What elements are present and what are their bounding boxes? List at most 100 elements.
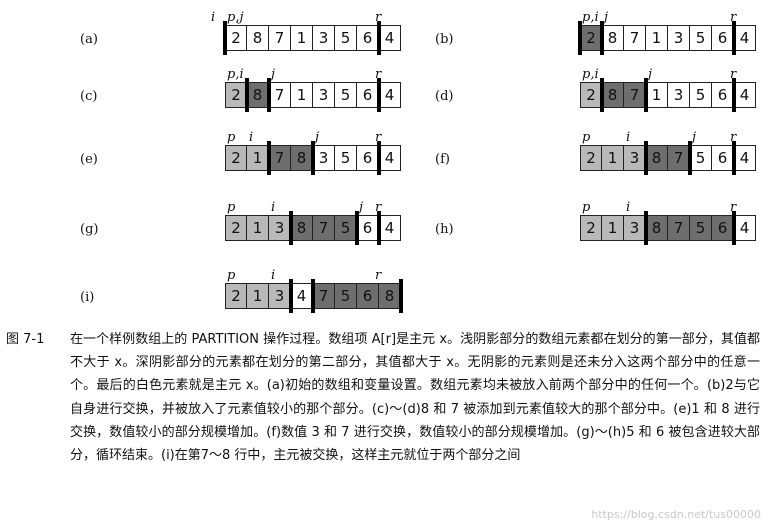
panel-label: (a) — [80, 32, 98, 47]
partition-boundary — [377, 78, 381, 112]
array-cell: 8 — [291, 145, 313, 171]
marker-p: p,i — [582, 10, 599, 25]
array-cell: 3 — [624, 215, 646, 241]
caption-label: 图 7-1 — [6, 332, 45, 347]
marker-i: i — [626, 200, 631, 215]
marker-j: j — [271, 67, 276, 82]
marker-j: j — [692, 130, 697, 145]
array-cell: 2 — [580, 25, 602, 51]
array-cell: 5 — [335, 215, 357, 241]
partition-boundary — [732, 141, 736, 175]
array-cell: 1 — [247, 145, 269, 171]
array-cell: 4 — [734, 82, 756, 108]
array-cell: 4 — [291, 283, 313, 309]
array-cell: 6 — [357, 215, 379, 241]
marker-j: j — [604, 10, 609, 25]
partition-boundary — [732, 211, 736, 245]
partition-boundary — [311, 141, 315, 175]
partition-boundary — [377, 211, 381, 245]
watermark: https://blog.csdn.net/tus00000 — [591, 508, 761, 521]
array-cell: 4 — [379, 145, 401, 171]
marker-r: r — [375, 268, 382, 283]
array-cell: 3 — [313, 82, 335, 108]
panel-label: (e) — [80, 152, 98, 167]
panel-label: (d) — [435, 89, 454, 104]
array-cell: 4 — [379, 215, 401, 241]
array-cell: 6 — [357, 82, 379, 108]
array-cell: 2 — [225, 215, 247, 241]
array-cell: 5 — [690, 25, 712, 51]
marker-r: r — [375, 10, 382, 25]
array-cell: 5 — [335, 25, 357, 51]
marker-r: r — [375, 67, 382, 82]
marker-i: i — [626, 130, 631, 145]
array-cell: 7 — [313, 283, 335, 309]
array-cell: 5 — [690, 82, 712, 108]
array-cell: 3 — [624, 145, 646, 171]
array-cell: 1 — [602, 145, 624, 171]
array-cell: 1 — [646, 25, 668, 51]
marker-i: i — [249, 130, 254, 145]
marker-p: p — [227, 130, 236, 145]
array-cell: 5 — [335, 283, 357, 309]
partition-boundary — [578, 21, 582, 55]
marker-p: p — [582, 130, 591, 145]
panel-label: (i) — [80, 290, 95, 305]
partition-boundary — [399, 279, 403, 313]
array-cell: 2 — [580, 145, 602, 171]
array-cell: 6 — [357, 25, 379, 51]
partition-boundary — [267, 141, 271, 175]
array-cell: 3 — [668, 25, 690, 51]
array-cell: 4 — [379, 82, 401, 108]
partition-boundary — [644, 78, 648, 112]
array-cell: 8 — [247, 82, 269, 108]
array-cell: 8 — [247, 25, 269, 51]
partition-boundary — [311, 279, 315, 313]
array-cell: 4 — [734, 145, 756, 171]
marker-j: j — [315, 130, 320, 145]
array-cell: 5 — [690, 215, 712, 241]
marker-r: r — [375, 130, 382, 145]
marker-p: p — [582, 200, 591, 215]
array-cell: 5 — [335, 145, 357, 171]
marker-j: j — [359, 200, 364, 215]
array-cell: 8 — [379, 283, 401, 309]
array-cell: 7 — [668, 215, 690, 241]
partition-boundary — [732, 21, 736, 55]
array-cell: 8 — [602, 82, 624, 108]
marker-p: p — [227, 200, 236, 215]
partition-boundary — [377, 141, 381, 175]
array-cell: 6 — [712, 82, 734, 108]
marker-i: i — [271, 268, 276, 283]
marker-r: r — [730, 200, 737, 215]
partition-boundary — [245, 78, 249, 112]
panel-label: (b) — [435, 32, 454, 47]
partition-boundary — [688, 141, 692, 175]
array-cell: 6 — [712, 25, 734, 51]
marker-p: p — [227, 268, 236, 283]
array-cell: 1 — [291, 25, 313, 51]
marker-j: j — [648, 67, 653, 82]
partition-boundary — [600, 21, 604, 55]
marker-r: r — [730, 10, 737, 25]
panel-label: (f) — [435, 152, 450, 167]
array-cell: 8 — [291, 215, 313, 241]
array-cell: 7 — [624, 82, 646, 108]
array-cell: 2 — [225, 82, 247, 108]
partition-boundary — [644, 211, 648, 245]
partition-boundary — [355, 211, 359, 245]
array-cell: 7 — [668, 145, 690, 171]
partition-boundary — [223, 21, 227, 55]
array-cell: 1 — [602, 215, 624, 241]
